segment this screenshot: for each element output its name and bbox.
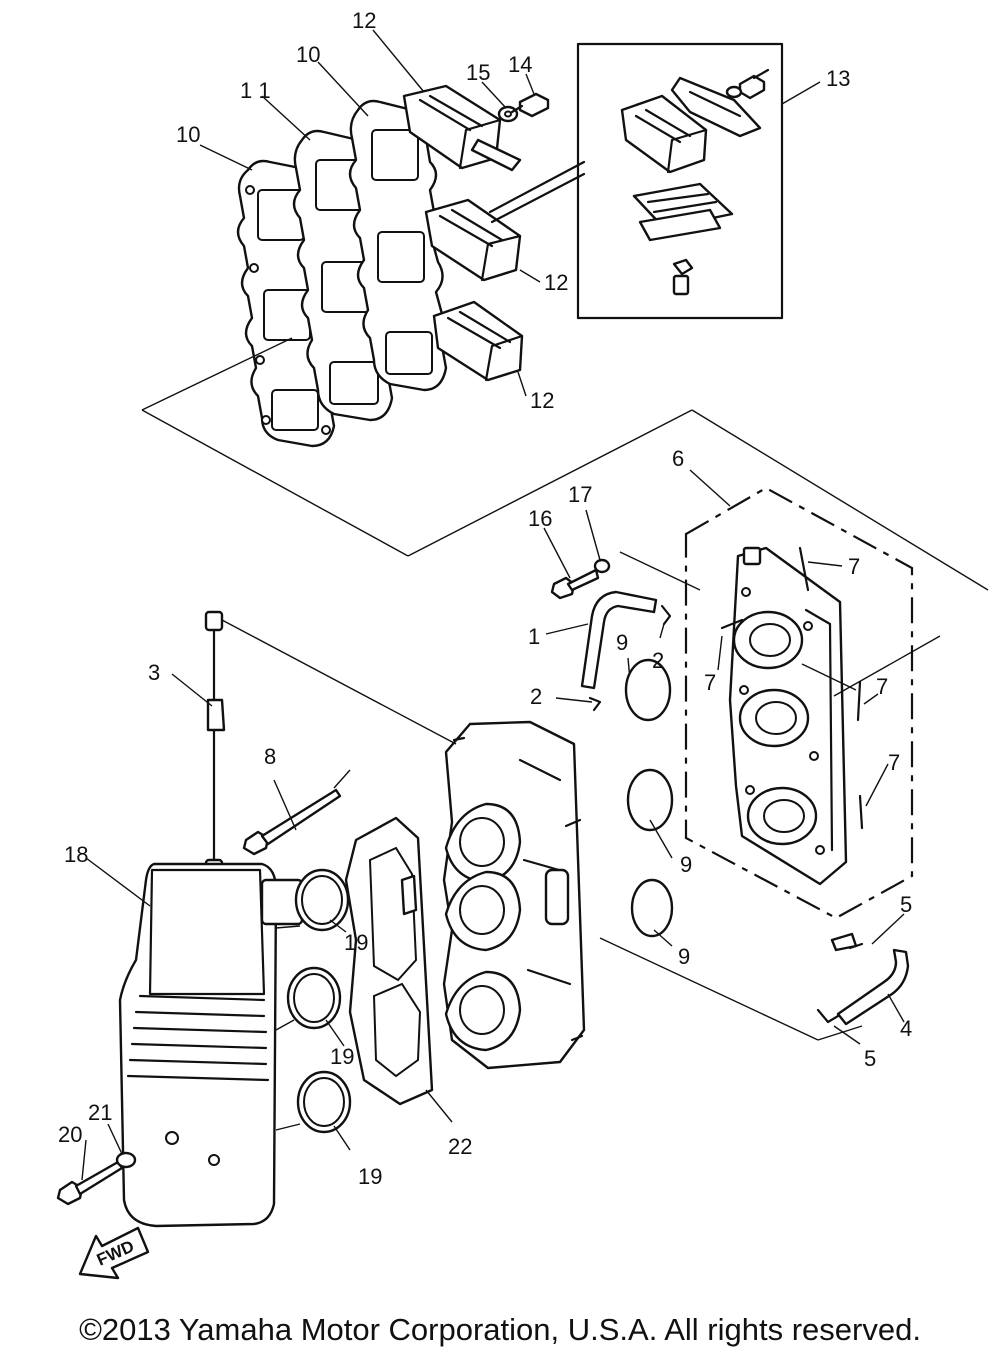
callout-14: 14 <box>508 52 532 77</box>
reed-valve-assembly-top <box>402 84 522 172</box>
callout-9: 9 <box>678 944 690 969</box>
blanking-plates-9 <box>624 658 674 947</box>
callout-9: 9 <box>616 630 628 655</box>
reed-valve-assembly-bottom <box>432 300 524 382</box>
callout-8: 8 <box>264 744 276 769</box>
callout-12: 12 <box>352 8 376 33</box>
callout-12: 12 <box>530 388 554 413</box>
callout-3: 3 <box>148 660 160 685</box>
clip-2-lower <box>588 696 602 712</box>
washer-15 <box>497 105 519 123</box>
gasket-10-rear <box>348 99 450 392</box>
callout-7: 7 <box>888 750 900 775</box>
hose-4 <box>836 948 910 1026</box>
callout-18: 18 <box>64 842 88 867</box>
callout-11: 1 1 <box>240 78 271 103</box>
gasket-22 <box>344 816 453 1123</box>
screw-20 <box>56 1139 124 1206</box>
callout-10: 10 <box>296 42 320 67</box>
callout-1: 1 <box>528 624 540 649</box>
callout-19: 19 <box>330 1044 354 1069</box>
copyright-notice: ©2013 Yamaha Motor Corporation, U.S.A. A… <box>79 1312 921 1347</box>
intake-manifold <box>728 546 848 886</box>
manifold-group-outline <box>684 486 914 920</box>
o-rings-19 <box>275 868 352 1151</box>
forward-arrow: FWD <box>78 1226 150 1280</box>
hose-1 <box>580 590 658 690</box>
clip-5-lower <box>816 1008 840 1024</box>
callout-7: 7 <box>876 674 888 699</box>
callout-19: 19 <box>358 1164 382 1189</box>
leader-lines-mid <box>543 509 665 703</box>
callout-21: 21 <box>88 1100 112 1125</box>
callout-5: 5 <box>900 892 912 917</box>
air-silencer-18 <box>85 857 304 1228</box>
callout-6: 6 <box>672 446 684 471</box>
leader-lines-top <box>141 29 989 591</box>
clip-2-upper <box>660 604 672 626</box>
reed-valve-detail-inset-13 <box>576 42 784 320</box>
carburetor-assembly <box>442 720 586 1070</box>
inset-pointer-lines <box>488 160 586 224</box>
callout-4: 4 <box>900 1016 912 1041</box>
fitting-5 <box>830 932 858 952</box>
bolt-8 <box>242 769 351 856</box>
washer-21 <box>107 1123 137 1169</box>
callout-22: 22 <box>448 1134 472 1159</box>
pins-7 <box>720 546 864 830</box>
screw-14 <box>510 92 550 118</box>
leader-lines-manifold <box>619 469 941 807</box>
callout-9: 9 <box>680 852 692 877</box>
callout-15: 15 <box>466 60 490 85</box>
callout-19: 19 <box>344 930 368 955</box>
callout-13: 13 <box>826 66 850 91</box>
leader-lines-lower <box>599 913 905 1045</box>
callout-7: 7 <box>848 554 860 579</box>
callout-20: 20 <box>58 1122 82 1147</box>
callout-7: 7 <box>704 670 716 695</box>
bolt-16 <box>550 568 600 600</box>
callout-17: 17 <box>568 482 592 507</box>
callout-10: 10 <box>176 122 200 147</box>
callout-12: 12 <box>544 270 568 295</box>
callout-2: 2 <box>530 684 542 709</box>
callout-2: 2 <box>652 648 664 673</box>
callout-16: 16 <box>528 506 552 531</box>
callout-5: 5 <box>864 1046 876 1071</box>
washer-17 <box>593 558 611 574</box>
